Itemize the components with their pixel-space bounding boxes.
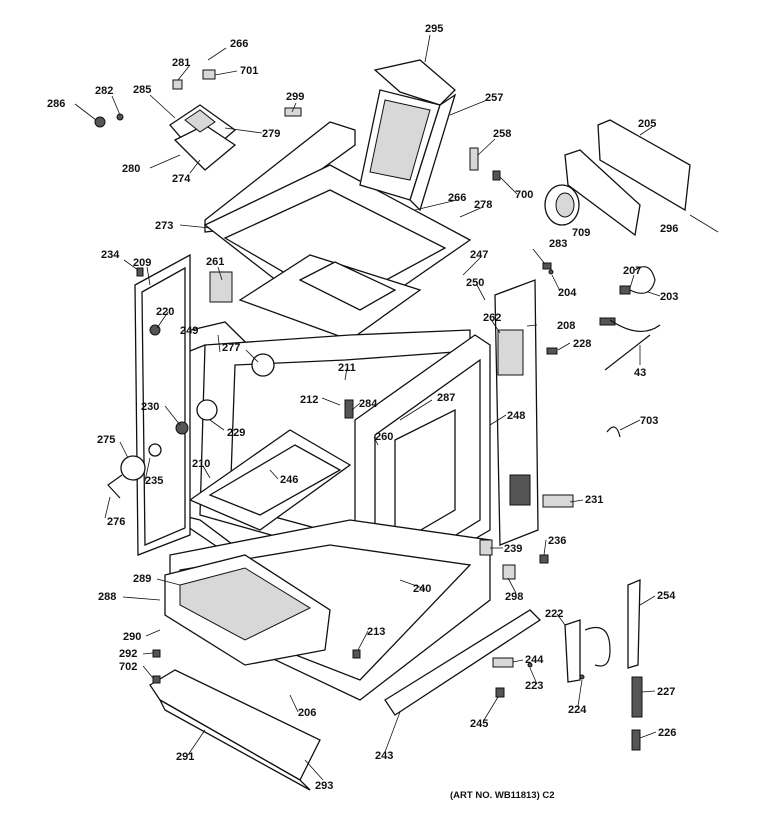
part-label-230: 230: [141, 401, 159, 413]
part-label-43: 43: [634, 367, 646, 379]
part-label-260: 260: [375, 431, 393, 443]
part-label-228: 228: [573, 338, 591, 350]
part-label-236: 236: [548, 535, 566, 547]
part-label-222: 222: [545, 608, 563, 620]
part-label-213: 213: [367, 626, 385, 638]
part-label-286: 286: [47, 98, 65, 110]
part-label-261: 261: [206, 256, 224, 268]
part-label-231: 231: [585, 494, 603, 506]
part-label-278: 278: [474, 199, 492, 211]
part-label-208: 208: [557, 320, 575, 332]
part-label-703: 703: [640, 415, 658, 427]
part-label-206: 206: [298, 707, 316, 719]
part-label-248: 248: [507, 410, 525, 422]
part-label-282: 282: [95, 85, 113, 97]
front-rail: [384, 609, 542, 716]
part-label-247: 247: [470, 249, 488, 261]
part-label-240: 240: [413, 583, 431, 595]
part-label-211: 211: [338, 362, 356, 374]
part-label-287: 287: [437, 392, 455, 404]
part-label-210: 210: [192, 458, 210, 470]
part-label-254: 254: [657, 590, 676, 602]
rear-panels: [564, 119, 691, 237]
part-label-299: 299: [286, 91, 304, 103]
part-label-249: 249: [180, 325, 198, 337]
part-label-257: 257: [485, 92, 503, 104]
part-label-293: 293: [315, 780, 333, 792]
part-label-262: 262: [483, 312, 501, 324]
part-label-701: 701: [240, 65, 258, 77]
part-label-280: 280: [122, 163, 140, 175]
door-hinge: [564, 579, 641, 683]
part-label-291: 291: [176, 751, 194, 763]
small-parts: [94, 69, 661, 751]
part-label-283: 283: [549, 238, 567, 250]
part-label-702: 702: [119, 661, 137, 673]
part-label-292: 292: [119, 648, 137, 660]
left-side-panel: [134, 253, 191, 556]
part-labels: 266 701 281 282 285 286 279 280 274 299 …: [47, 23, 678, 801]
part-label-245: 245: [470, 718, 488, 730]
art-number-footer: (ART NO. WB11813) C2: [450, 790, 555, 801]
part-label-266b: 266: [448, 192, 466, 204]
part-label-276: 276: [107, 516, 125, 528]
part-label-274: 274: [172, 173, 191, 185]
burner-box-assembly: [169, 104, 237, 171]
part-label-212: 212: [300, 394, 318, 406]
part-label-285: 285: [133, 84, 151, 96]
part-label-224: 224: [568, 704, 587, 716]
part-label-258: 258: [493, 128, 511, 140]
part-label-700: 700: [515, 189, 533, 201]
part-label-709: 709: [572, 227, 590, 239]
part-label-284: 284: [359, 398, 378, 410]
part-label-235: 235: [145, 475, 163, 487]
part-label-250: 250: [466, 277, 484, 289]
part-label-290: 290: [123, 631, 141, 643]
part-label-226: 226: [658, 727, 676, 739]
part-label-266a: 266: [230, 38, 248, 50]
part-label-277: 277: [222, 342, 240, 354]
part-label-209: 209: [133, 257, 151, 269]
part-label-203: 203: [660, 291, 678, 303]
bottom-drawer: [149, 669, 321, 791]
part-label-288: 288: [98, 591, 116, 603]
part-label-275: 275: [97, 434, 115, 446]
part-label-246: 246: [280, 474, 298, 486]
part-label-281: 281: [172, 57, 190, 69]
part-label-227: 227: [657, 686, 675, 698]
cabinet-top-panel: [203, 121, 472, 341]
part-label-234: 234: [101, 249, 120, 261]
part-label-207: 207: [623, 265, 641, 277]
part-label-273: 273: [155, 220, 173, 232]
part-label-229: 229: [227, 427, 245, 439]
part-label-223: 223: [525, 680, 543, 692]
part-label-220: 220: [156, 306, 174, 318]
part-label-296: 296: [660, 223, 678, 235]
part-label-298: 298: [505, 591, 523, 603]
part-label-289: 289: [133, 573, 151, 585]
part-label-279: 279: [262, 128, 280, 140]
leader-lines: [74, 34, 719, 781]
broiler-pan: [164, 554, 331, 666]
part-label-239: 239: [504, 543, 522, 555]
part-label-204: 204: [558, 287, 577, 299]
cap-709: [544, 184, 580, 226]
part-label-295: 295: [425, 23, 443, 35]
flue-duct: [359, 59, 457, 212]
part-label-205: 205: [638, 118, 656, 130]
part-label-244: 244: [525, 654, 544, 666]
part-label-243: 243: [375, 750, 393, 762]
